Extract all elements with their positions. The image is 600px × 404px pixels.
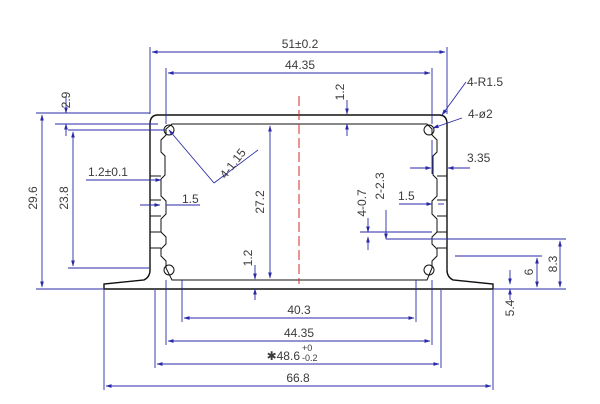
dim-inner-height: 27.2 bbox=[253, 190, 267, 214]
dim-overall-width: 51±0.2 bbox=[282, 37, 319, 51]
dim-chamfer: 4-1.15 bbox=[217, 146, 249, 182]
dim-inner-width-bottom: 40.3 bbox=[287, 303, 311, 317]
dim-hole-diameter: 4-ø2 bbox=[468, 107, 493, 121]
dimension-labels: 51±0.2 44.35 4-R1.5 4-ø2 2.9 29.6 23.8 1… bbox=[26, 37, 560, 385]
dim-flange-width: 66.8 bbox=[286, 371, 310, 385]
dim-flange-thickness: 5.4 bbox=[503, 299, 517, 316]
dim-inner-width-44-35: 44.35 bbox=[284, 326, 314, 340]
dim-width-48-6-tol-lower: -0.2 bbox=[302, 353, 318, 363]
dim-top-thickness: 1.2 bbox=[333, 83, 347, 100]
dim-inner-height-left: 23.8 bbox=[57, 186, 71, 210]
dim-width-48-6-tol-upper: +0 bbox=[302, 343, 312, 353]
dim-overall-height: 29.6 bbox=[26, 186, 40, 210]
dimension-lines bbox=[36, 47, 566, 390]
dim-top-wall: 2.9 bbox=[59, 91, 73, 108]
dim-slot-thickness: 1.2±0.1 bbox=[88, 165, 128, 179]
dim-corner-radius: 4-R1.5 bbox=[467, 75, 503, 89]
dim-bottom-thickness: 1.2 bbox=[241, 249, 255, 266]
dim-inner-width-top: 44.35 bbox=[285, 58, 315, 72]
dim-height-8-3: 8.3 bbox=[546, 255, 560, 272]
dim-slot-gap-left: 1.5 bbox=[182, 192, 199, 206]
dim-slot-width-small: 4-0.7 bbox=[355, 189, 369, 217]
dim-height-6: 6 bbox=[522, 268, 536, 275]
dim-wall-thickness: 3.35 bbox=[467, 151, 491, 165]
dim-slot-gap-right: 1.5 bbox=[398, 189, 415, 203]
dim-slot-depth: 2-2.3 bbox=[373, 172, 387, 200]
dim-width-48-6: ✱48.6 bbox=[267, 349, 301, 363]
